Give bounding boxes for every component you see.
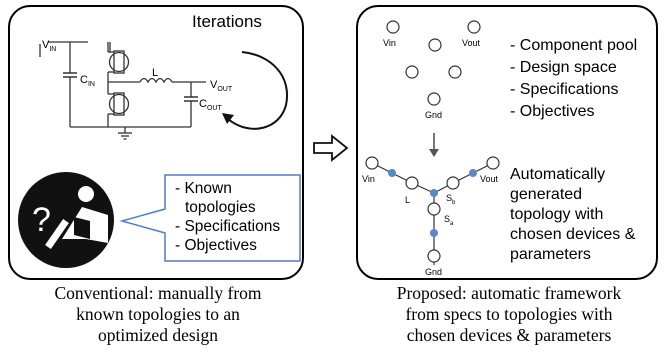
- transition-arrow-icon: [313, 134, 349, 162]
- topo-sa-label: Sa: [444, 214, 454, 227]
- inductor-label: L: [152, 67, 159, 79]
- callout-line-1: - Known: [175, 180, 232, 197]
- topo-sb-label: Sb: [446, 193, 456, 206]
- buck-converter-schematic: ?: [18, 41, 289, 268]
- proposed-panel: Vin Vout Gnd - Component pool - Design s…: [356, 5, 658, 280]
- topo-vout-label: Vout: [480, 174, 499, 184]
- pool-gnd-label: Gnd: [425, 110, 443, 120]
- pool-vin-label: Vin: [383, 38, 396, 48]
- vin-label: VIN: [42, 39, 57, 54]
- conventional-panel: ? Iterations VIN CIN L VOUT COUT - Known…: [8, 5, 304, 280]
- topo-vin-label: Vin: [362, 174, 375, 184]
- callout-line-4: - Objectives: [175, 237, 257, 254]
- list-item: - Objectives: [510, 103, 595, 120]
- list-item: - Component pool: [510, 37, 638, 54]
- proposed-caption: Proposed: automatic framework from specs…: [396, 283, 622, 345]
- auto-generated-description: Automatically generated topology with ch…: [510, 166, 636, 263]
- reader-icon: [18, 172, 114, 268]
- question-mark: ?: [32, 201, 51, 239]
- callout-content: - Known topologies - Specifications - Ob…: [165, 175, 301, 263]
- design-inputs-list: - Component pool - Design space - Specif…: [510, 35, 637, 123]
- conventional-caption: Conventional: manually from known topolo…: [54, 283, 262, 345]
- pool-vout-label: Vout: [462, 38, 481, 48]
- iterations-label: Iterations: [192, 12, 262, 31]
- list-item: - Design space: [510, 59, 617, 76]
- topo-gnd-label: Gnd: [425, 267, 443, 277]
- vout-label: VOUT: [210, 79, 233, 94]
- list-item: - Specifications: [510, 81, 619, 98]
- cin-label: CIN: [80, 74, 95, 89]
- cout-label: COUT: [199, 98, 222, 113]
- callout-line-3: - Specifications: [175, 218, 281, 235]
- callout-bubble: [119, 174, 301, 262]
- component-pool-graph: [365, 20, 500, 265]
- callout-line-2: topologies: [185, 199, 256, 216]
- topo-l-label: L: [405, 195, 411, 205]
